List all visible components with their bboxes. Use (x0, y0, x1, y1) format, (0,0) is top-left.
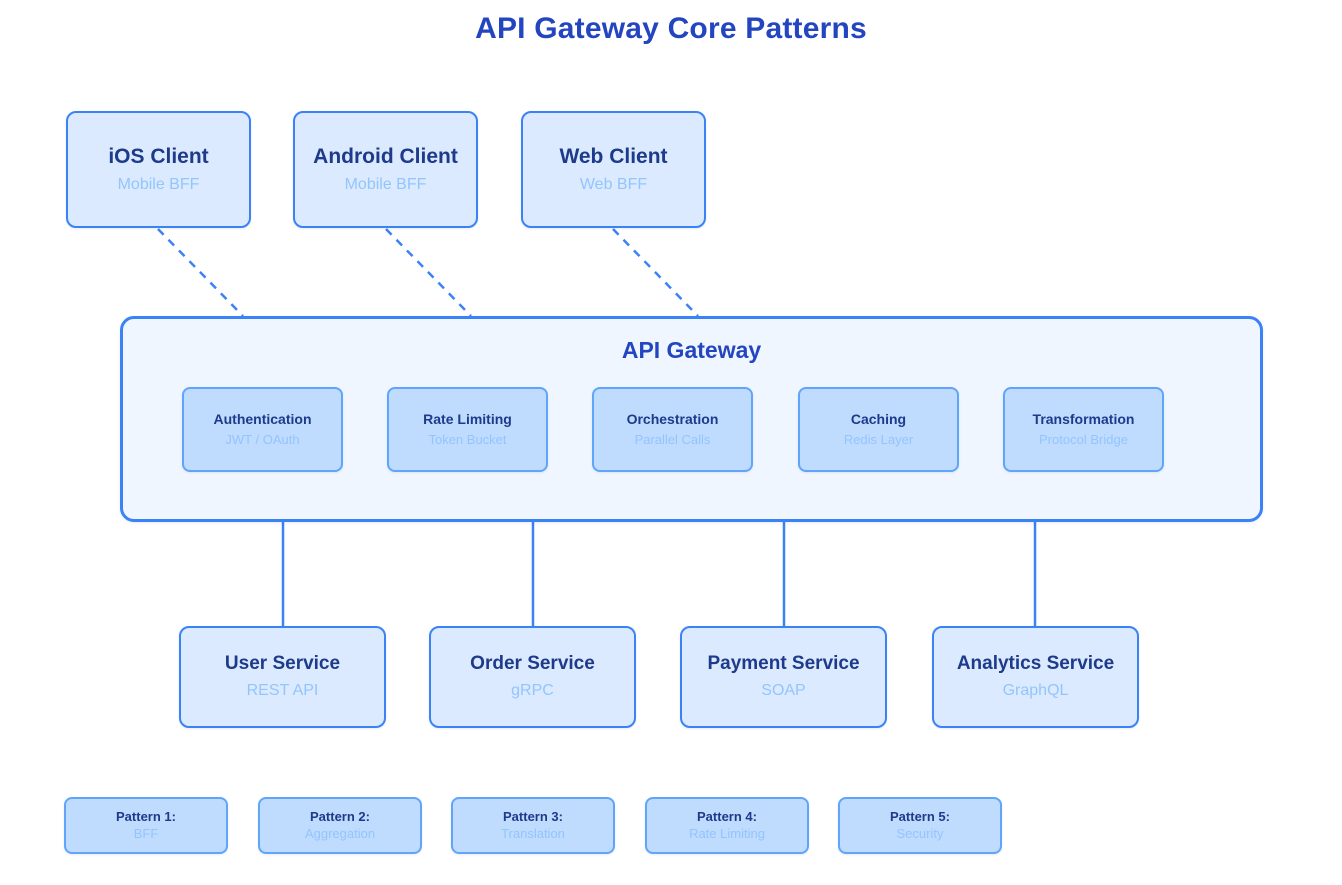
pattern-title: Pattern 5: (890, 808, 950, 824)
connector-web-to-gateway (612, 228, 699, 317)
pattern-subtitle: Security (896, 826, 944, 841)
gateway-feature-caching[interactable]: Caching Redis Layer (798, 387, 959, 472)
feature-title: Rate Limiting (423, 411, 512, 428)
gateway-feature-authentication[interactable]: Authentication JWT / OAuth (182, 387, 343, 472)
pattern-title: Pattern 4: (697, 808, 757, 824)
service-title: Order Service (470, 653, 595, 675)
service-title: Payment Service (707, 653, 860, 675)
feature-title: Caching (850, 411, 907, 428)
service-title: User Service (224, 653, 341, 675)
feature-subtitle: Token Bucket (428, 431, 507, 447)
feature-subtitle: Protocol Bridge (1039, 431, 1128, 447)
client-node-web[interactable]: Web Client Web BFF (521, 111, 706, 228)
service-subtitle: REST API (246, 682, 319, 700)
client-title: Android Client (313, 144, 458, 168)
feature-title: Authentication (213, 411, 312, 428)
service-node-order[interactable]: Order Service gRPC (429, 626, 636, 728)
connector-android-to-gateway (385, 228, 472, 317)
client-title: iOS Client (108, 144, 209, 168)
client-node-ios[interactable]: iOS Client Mobile BFF (66, 111, 251, 228)
connector-ios-to-gateway (157, 228, 244, 317)
pattern-subtitle: Aggregation (304, 826, 376, 841)
feature-subtitle: Parallel Calls (634, 431, 711, 447)
service-subtitle: GraphQL (1002, 682, 1069, 700)
feature-title: Transformation (1032, 411, 1135, 428)
service-node-payment[interactable]: Payment Service SOAP (680, 626, 887, 728)
pattern-legend-5[interactable]: Pattern 5: Security (838, 797, 1002, 854)
client-subtitle: Mobile BFF (344, 175, 427, 193)
pattern-subtitle: Translation (501, 826, 565, 841)
client-node-android[interactable]: Android Client Mobile BFF (293, 111, 478, 228)
client-subtitle: Mobile BFF (117, 175, 200, 193)
client-title: Web Client (559, 144, 668, 168)
service-subtitle: gRPC (511, 682, 554, 700)
pattern-title: Pattern 3: (503, 808, 563, 824)
feature-title: Orchestration (626, 411, 719, 428)
api-gateway-container[interactable]: API Gateway Authentication JWT / OAuth R… (120, 316, 1263, 522)
pattern-legend-1[interactable]: Pattern 1: BFF (64, 797, 228, 854)
pattern-title: Pattern 2: (310, 808, 370, 824)
service-node-analytics[interactable]: Analytics Service GraphQL (932, 626, 1139, 728)
gateway-feature-rate-limiting[interactable]: Rate Limiting Token Bucket (387, 387, 548, 472)
feature-subtitle: Redis Layer (843, 431, 914, 447)
pattern-subtitle: BFF (133, 826, 159, 841)
service-title: Analytics Service (956, 653, 1115, 675)
pattern-legend-2[interactable]: Pattern 2: Aggregation (258, 797, 422, 854)
pattern-subtitle: Rate Limiting (689, 826, 765, 841)
client-subtitle: Web BFF (579, 175, 648, 193)
page-title: API Gateway Core Patterns (475, 12, 867, 45)
api-gateway-title: API Gateway (621, 337, 762, 363)
feature-subtitle: JWT / OAuth (225, 431, 300, 447)
pattern-title: Pattern 1: (116, 808, 176, 824)
pattern-legend-3[interactable]: Pattern 3: Translation (451, 797, 615, 854)
gateway-feature-orchestration[interactable]: Orchestration Parallel Calls (592, 387, 753, 472)
gateway-feature-transformation[interactable]: Transformation Protocol Bridge (1003, 387, 1164, 472)
service-subtitle: SOAP (761, 682, 806, 700)
pattern-legend-4[interactable]: Pattern 4: Rate Limiting (645, 797, 809, 854)
service-node-user[interactable]: User Service REST API (179, 626, 386, 728)
